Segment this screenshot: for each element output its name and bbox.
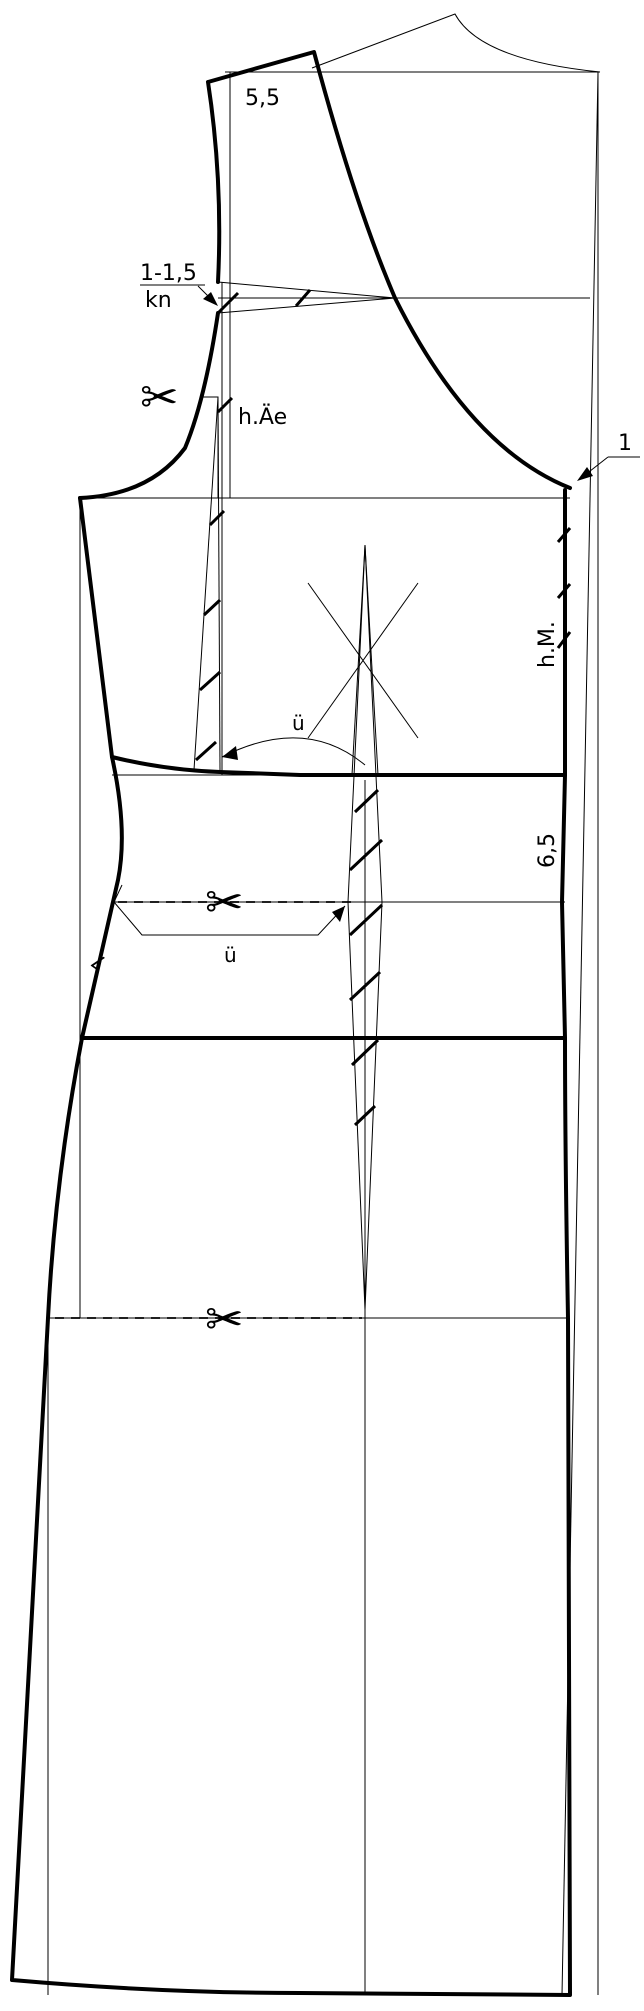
cut-lines xyxy=(55,901,362,1319)
notch-pointer-head xyxy=(203,292,218,306)
scissors-icon: ✂ xyxy=(140,370,179,424)
pattern-outlines xyxy=(10,50,572,1997)
waistband-outline xyxy=(80,755,567,1040)
bodice-outline xyxy=(78,488,567,777)
measurement-labels: 5,5 1-1,5 kn h.Äe 1 h.M. 6,5 ü ü 7 xyxy=(87,86,632,976)
skirt-outline xyxy=(10,1036,572,1997)
overlap-arrow-lower-head xyxy=(332,906,345,922)
construction-lines xyxy=(47,13,640,1996)
notch-unit-label: kn xyxy=(145,288,172,313)
side-dart-line-b xyxy=(217,396,221,771)
overlap-bracket-lower xyxy=(113,884,346,936)
upper-dart-line-a xyxy=(217,281,396,299)
side-offset-label: 1 xyxy=(618,431,632,456)
hip-depth-label: h.M. xyxy=(535,621,560,668)
cross-line-b xyxy=(307,582,419,739)
overlap-upper-label: ü xyxy=(292,711,305,735)
main-dart-right-guide xyxy=(364,544,379,776)
yoke-outline xyxy=(78,50,572,500)
overlap-arrow-upper-head xyxy=(222,746,238,760)
main-dart-outline xyxy=(347,544,383,1311)
side-dart-line-a xyxy=(193,396,219,771)
notch-range-label: 1-1,5 xyxy=(140,261,197,286)
waist-band-label: 6,5 xyxy=(535,833,560,868)
upper-dart-line-b xyxy=(217,297,396,314)
armhole-depth-bracket xyxy=(200,396,219,498)
scissors-icon: ✂ xyxy=(205,875,244,929)
side-seam-mark-label: 7 xyxy=(87,949,111,976)
side-offset-pointer-head xyxy=(577,467,593,481)
main-dart-left-guide xyxy=(351,544,366,776)
overlap-arc-upper xyxy=(221,737,366,766)
armhole-depth-label: h.Äe xyxy=(238,404,287,430)
scissors-icon: ✂ xyxy=(205,1292,244,1346)
neck-guide-line xyxy=(311,13,601,73)
overlap-lower-label: ü xyxy=(224,943,237,967)
shoulder-measure-label: 5,5 xyxy=(245,86,280,111)
scissors-icons: ✂ ✂ ✂ xyxy=(140,370,244,1346)
